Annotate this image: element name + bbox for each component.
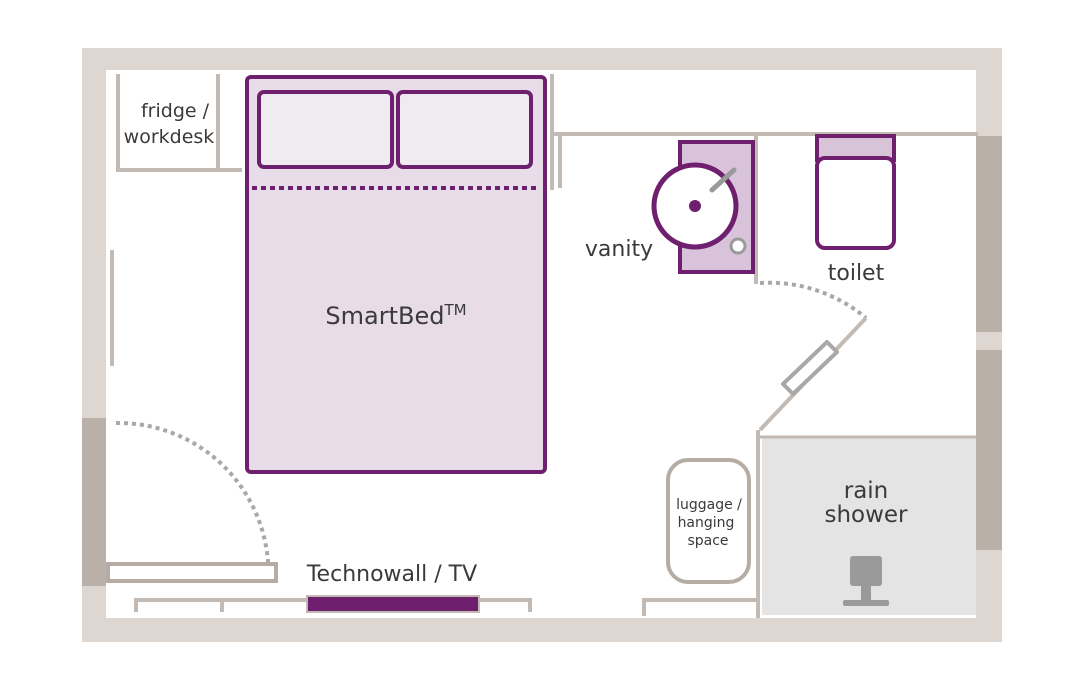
shower-seat [850, 556, 882, 586]
luggage-label-line2: hanging [678, 515, 735, 531]
shower-label-line1: rain [844, 478, 889, 504]
bathroom-door-swing-arc [759, 280, 868, 320]
bathroom-door [758, 280, 868, 432]
shower-label-line2: shower [824, 502, 908, 528]
bed-trademark: TM [443, 301, 466, 319]
smartbed: SmartBedTM [245, 75, 547, 474]
bed-label: SmartBed [325, 302, 444, 330]
svg-text:SmartBedTM: SmartBedTM [325, 301, 466, 330]
technowall-tv: Technowall / TV [306, 562, 480, 613]
entrance-door-swing-arc [115, 420, 270, 563]
luggage-label-line1: luggage / [676, 497, 742, 513]
rain-shower: rain shower [758, 435, 976, 615]
tap [709, 167, 737, 193]
fridge-label-line2: workdesk [124, 126, 215, 148]
entrance-door [106, 420, 278, 583]
toilet: toilet [815, 134, 896, 286]
technowall-label: Technowall / TV [306, 562, 477, 587]
pillow-right [396, 90, 533, 169]
bathroom-door-leaf [781, 340, 839, 396]
soap-dispenser [729, 237, 747, 255]
fridge-label-line1: fridge / [141, 100, 210, 122]
luggage-hanging-space: luggage / hanging space [666, 458, 751, 584]
vanity-label: vanity [585, 237, 653, 262]
pillow-left [257, 90, 394, 169]
toilet-bowl [815, 156, 896, 250]
entrance-door-leaf [106, 562, 278, 583]
toilet-label: toilet [828, 261, 885, 286]
sink-drain [689, 200, 701, 212]
fridge-workdesk: fridge / workdesk [124, 100, 215, 148]
tv-panel [306, 595, 480, 613]
luggage-label-line3: space [687, 533, 728, 549]
vanity: vanity [585, 140, 755, 274]
